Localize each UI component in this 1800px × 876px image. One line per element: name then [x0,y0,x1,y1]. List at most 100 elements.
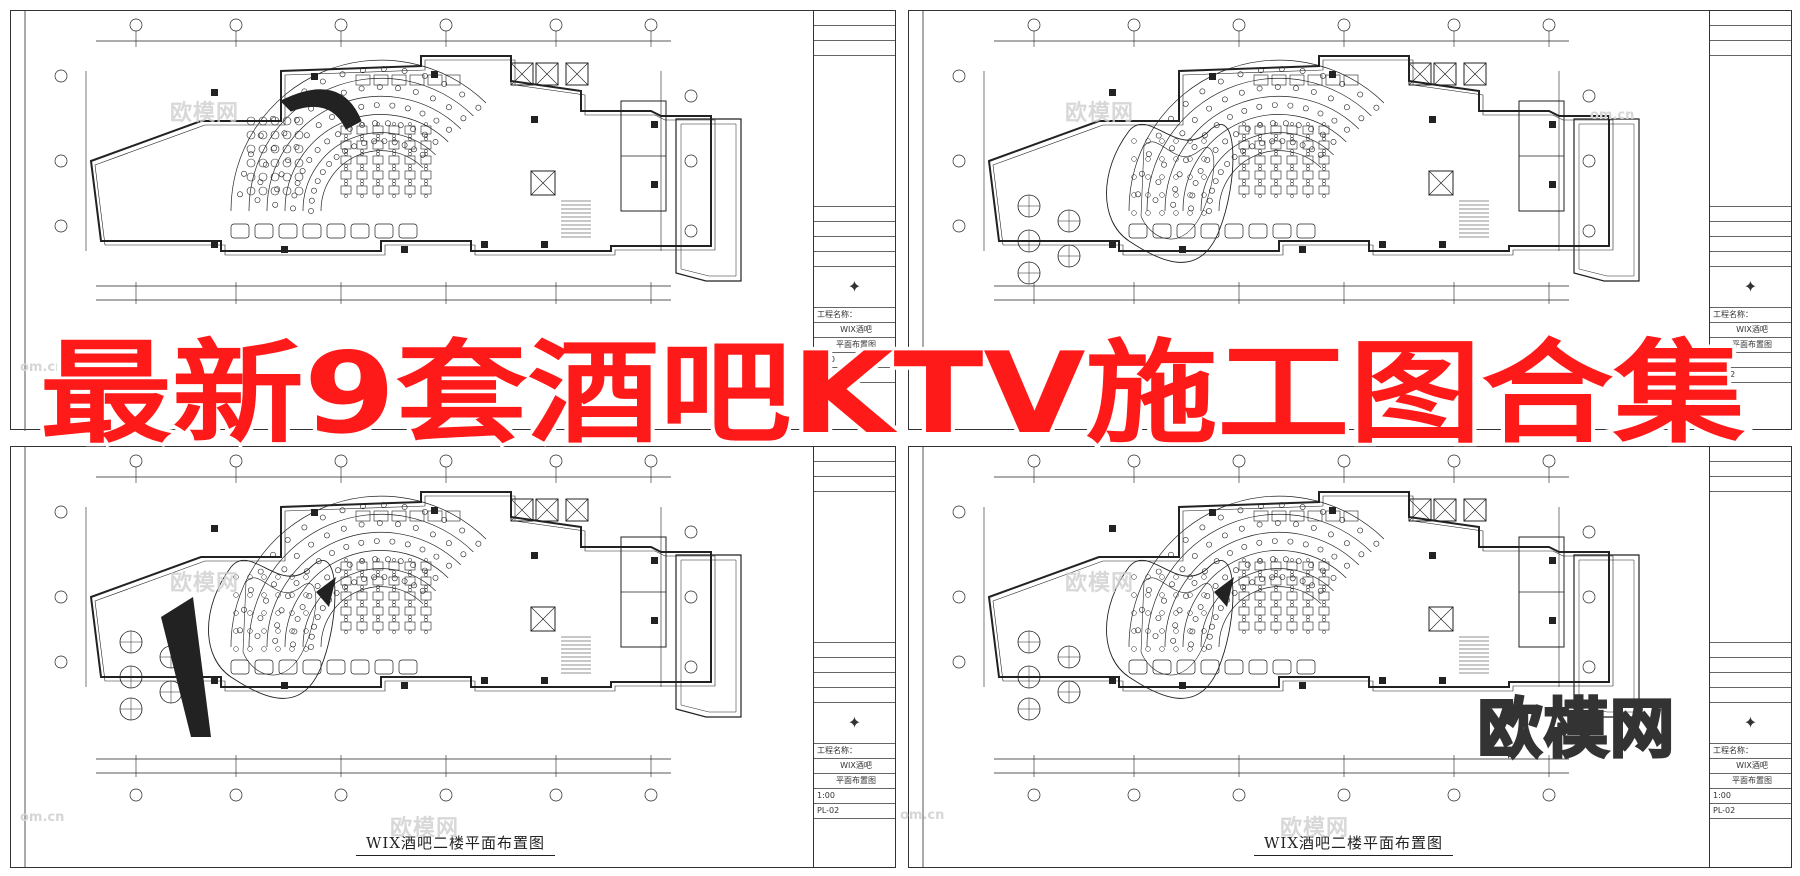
seat [1317,151,1324,158]
seat [445,104,452,111]
seat [1259,140,1265,146]
table [372,621,384,631]
booth [1272,659,1292,675]
seat [376,558,380,562]
seat [1290,570,1294,574]
seat [1317,110,1324,117]
seat [1172,622,1179,629]
seat [1201,156,1207,162]
seat [1310,89,1317,95]
seat [391,575,398,582]
seat [1299,68,1306,74]
column [311,509,318,516]
column [401,682,408,689]
seat [1290,134,1294,138]
column [651,617,658,624]
table [356,155,368,165]
seat [1192,180,1199,186]
seat [1258,600,1262,604]
seat [1258,167,1262,171]
seat [344,164,348,168]
seat [1258,194,1262,198]
seat [1152,197,1159,203]
table [404,621,416,631]
table [340,576,352,586]
column [531,552,538,559]
table [1270,606,1282,616]
seat [1373,104,1380,111]
seat [392,152,396,156]
seat [308,208,314,214]
column [481,241,488,248]
booth [1307,510,1323,522]
seat [424,585,428,589]
seat [1306,149,1310,153]
booth [1248,223,1268,239]
seat [360,618,364,622]
hatched-wall [316,577,336,607]
seat [303,592,309,598]
elevator-shaft [1408,62,1432,86]
axis-bubble [334,18,348,32]
column [211,241,218,248]
seat [1242,152,1246,156]
seat [1322,179,1326,183]
seat [261,592,267,598]
seat [303,568,310,575]
table [1238,155,1250,165]
seat [1237,71,1244,78]
tb-row [1710,11,1791,26]
seat [445,540,452,547]
axis-bubble [644,18,658,32]
seat [459,527,466,534]
table [1286,576,1298,586]
seat [392,618,396,622]
booth [1343,74,1359,86]
seat [1274,618,1278,622]
seat [1306,585,1310,589]
seat [1131,174,1137,180]
seat [1274,615,1278,619]
seat [270,551,276,558]
axis-bubble [684,224,698,238]
seat [1290,588,1294,592]
seat [392,167,396,171]
bar-arc [1218,150,1322,212]
seat [1189,192,1196,199]
seat [1317,546,1324,553]
booth [355,510,371,522]
tb-row [1710,688,1791,703]
seat [401,504,408,510]
booth [1271,510,1287,522]
seat [1309,146,1315,153]
booth [1128,659,1148,675]
seat [1282,556,1289,563]
seat [376,570,380,574]
booth [1248,659,1268,675]
table [388,185,400,195]
seat [1213,122,1220,129]
seat [246,172,256,182]
seat [1242,122,1246,126]
seat [1168,551,1174,558]
seat [1155,568,1162,575]
seat [1306,603,1310,607]
table [1254,591,1266,601]
axis-bubble [1582,590,1596,604]
seat [408,603,412,607]
seat [419,151,426,158]
booth [1296,659,1316,675]
seat [358,521,365,528]
table [1318,140,1330,150]
column [1109,677,1116,684]
seat [1139,170,1145,177]
axis-bubble [129,18,143,32]
seat [359,67,366,74]
table [1254,576,1266,586]
seat [319,78,326,85]
table [1318,591,1330,601]
seat [1242,134,1246,138]
seat [1274,558,1278,562]
seat [1145,138,1151,144]
seat [1187,138,1193,144]
